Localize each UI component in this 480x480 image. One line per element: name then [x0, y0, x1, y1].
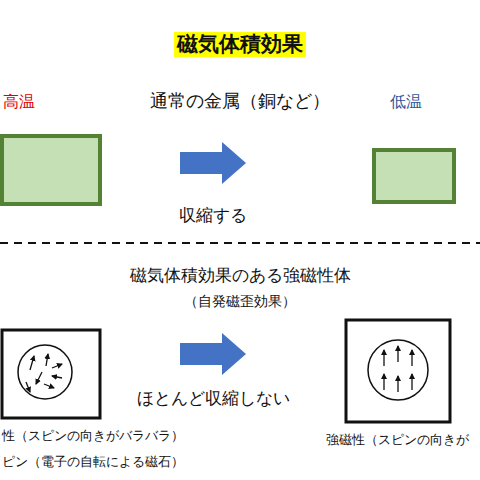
random-spins	[26, 354, 62, 392]
block-arrow	[180, 333, 246, 375]
arrow-caption: ほとんど収縮しない	[137, 388, 290, 408]
spin-region	[368, 340, 428, 400]
spin-region	[18, 345, 72, 399]
temperature-label: 低温	[390, 92, 422, 111]
section-heading: 通常の金属（銅など）	[150, 90, 330, 112]
aligned-spins	[384, 346, 412, 392]
temperature-label: 高温	[3, 92, 35, 111]
dashed-divider	[0, 242, 480, 244]
arrow-caption: 収縮する	[179, 205, 247, 225]
metal-block-hot	[2, 136, 100, 204]
section-subheading: （自発磁歪効果）	[184, 293, 296, 310]
state-note: 性（スピンの向きがバラバラ）	[2, 428, 184, 443]
ferromagnet-block-hot	[2, 330, 100, 418]
legend-note: ピン（電子の自転による磁石）	[2, 454, 184, 469]
section-heading: 磁気体積効果のある強磁性体	[130, 265, 351, 285]
diagram-title: 磁気体積効果	[174, 32, 306, 57]
block-arrow	[180, 142, 246, 184]
ferromagnet-block-cold	[346, 320, 450, 422]
metal-block-cold	[374, 150, 454, 202]
state-note: 強磁性（スピンの向きが	[326, 432, 469, 447]
